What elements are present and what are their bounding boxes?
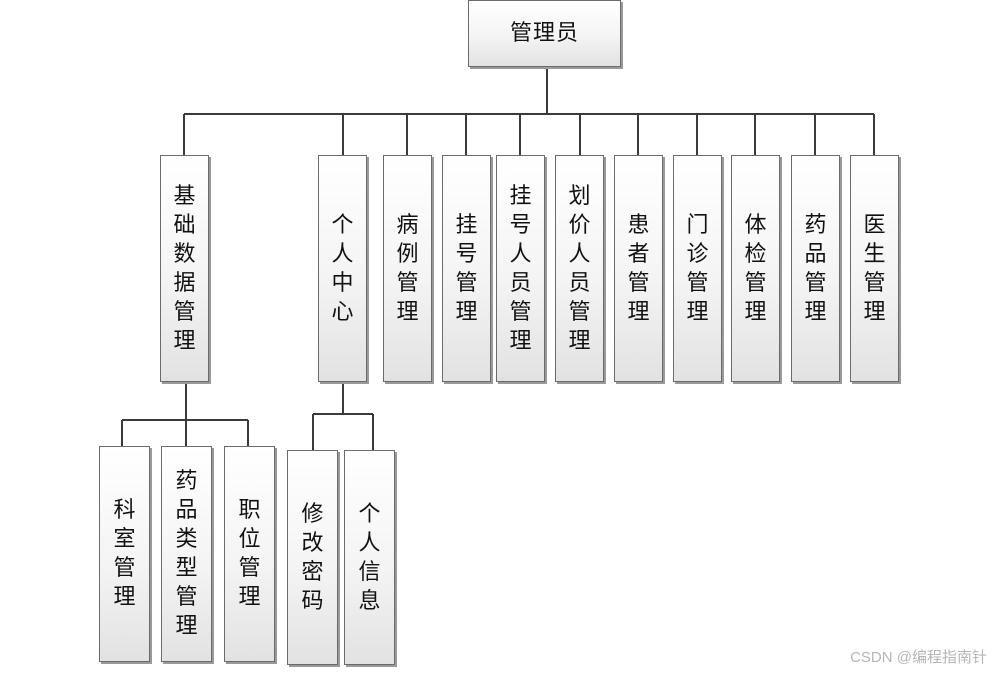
node-medicine: 药品管理 xyxy=(791,155,840,382)
pricing-staff-label: 划价人员管理 xyxy=(568,183,591,354)
registration-staff-label: 挂号人员管理 xyxy=(509,183,532,354)
medicine-label: 药品管理 xyxy=(804,212,827,325)
node-registration: 挂号管理 xyxy=(442,155,491,382)
registration-label: 挂号管理 xyxy=(455,212,478,325)
node-basic-data: 基础数据管理 xyxy=(160,155,209,382)
personal-center-label: 个人中心 xyxy=(331,212,354,325)
position-label: 职位管理 xyxy=(238,498,261,610)
node-position: 职位管理 xyxy=(224,446,275,662)
node-change-password: 修改密码 xyxy=(287,450,338,665)
node-patient: 患者管理 xyxy=(614,155,663,382)
root-label: 管理员 xyxy=(509,20,579,46)
node-case: 病例管理 xyxy=(383,155,432,382)
node-physical-exam: 体检管理 xyxy=(731,155,780,382)
case-label: 病例管理 xyxy=(396,212,419,325)
node-outpatient: 门诊管理 xyxy=(673,155,722,382)
basic-data-label: 基础数据管理 xyxy=(173,183,196,354)
node-drug-type: 药品类型管理 xyxy=(161,446,212,662)
department-label: 科室管理 xyxy=(113,498,136,610)
change-password-label: 修改密码 xyxy=(301,501,324,614)
physical-exam-label: 体检管理 xyxy=(744,212,767,325)
patient-label: 患者管理 xyxy=(627,212,650,325)
csdn-watermark: CSDN @编程指南针 xyxy=(850,649,987,666)
doctor-label: 医生管理 xyxy=(863,212,886,325)
drug-type-label: 药品类型管理 xyxy=(175,469,198,639)
node-personal-info: 个人信息 xyxy=(344,450,395,665)
root-node-admin: 管理员 xyxy=(468,0,621,67)
outpatient-label: 门诊管理 xyxy=(686,212,709,325)
node-personal-center: 个人中心 xyxy=(318,155,367,382)
node-pricing-staff: 划价人员管理 xyxy=(555,155,604,382)
node-doctor: 医生管理 xyxy=(850,155,899,382)
node-registration-staff: 挂号人员管理 xyxy=(496,155,545,382)
personal-info-label: 个人信息 xyxy=(358,501,381,614)
node-department: 科室管理 xyxy=(99,446,150,662)
